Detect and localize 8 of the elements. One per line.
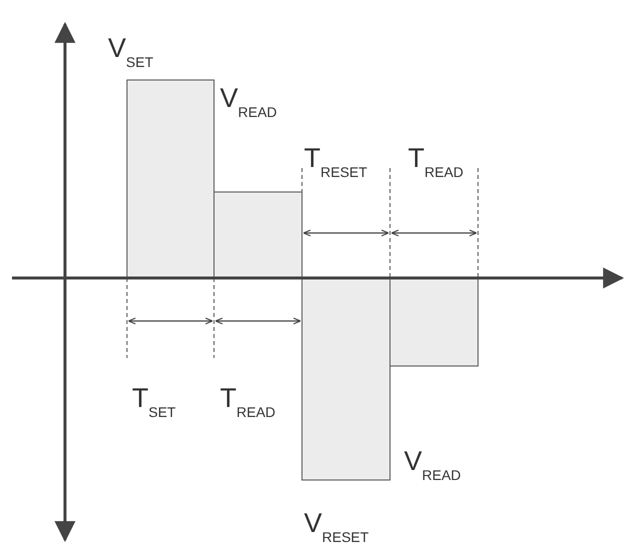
parameter-label: V$_{RESET}$ (304, 510, 369, 544)
parameter-label: V$_{SET}$ (108, 35, 154, 69)
parameter-label: T$_{RESET}$ (304, 145, 368, 179)
parameter-label: V$_{READ}$ (220, 85, 277, 119)
parameter-label: T$_{READ}$ (408, 145, 464, 179)
parameter-label: T$_{SET}$ (132, 385, 176, 419)
parameter-label: T$_{READ}$ (220, 385, 276, 419)
parameter-label: V$_{READ}$ (404, 448, 461, 482)
